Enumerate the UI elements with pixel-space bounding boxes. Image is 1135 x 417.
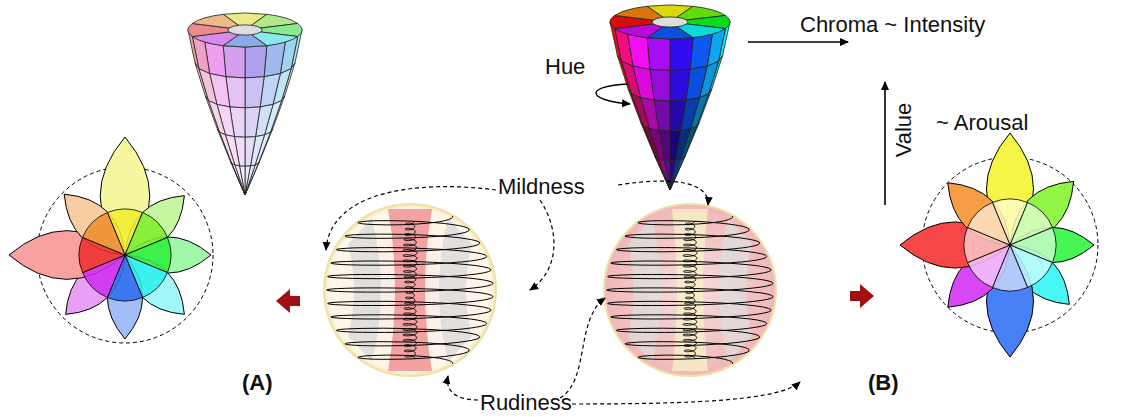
sphere-body — [324, 204, 496, 376]
inner-sector — [968, 203, 1010, 245]
chroma-axis — [748, 41, 848, 43]
cone-cell — [647, 38, 670, 71]
sphere-body — [604, 204, 776, 376]
cone-cell — [231, 162, 245, 195]
direction-arrow — [276, 289, 300, 313]
cone-cell — [670, 100, 686, 131]
outer-spiral — [327, 216, 494, 364]
cone-cell — [655, 156, 670, 190]
inner-spiral — [683, 221, 697, 359]
cone-cell — [264, 42, 285, 77]
value-axis — [884, 82, 886, 205]
cone-cell — [670, 69, 690, 101]
sphere-band — [348, 218, 381, 362]
cone-cell — [631, 94, 649, 129]
cone-cell — [223, 46, 245, 78]
axis-label: Value — [893, 103, 915, 158]
cone-cell — [690, 34, 712, 69]
color-solid — [188, 5, 730, 195]
leader-line — [326, 181, 800, 404]
cone-cell — [670, 156, 685, 190]
hue-arrow — [596, 84, 630, 104]
cone-cell — [245, 165, 255, 195]
cone-cell — [245, 162, 259, 195]
cone-cell — [245, 164, 258, 195]
cone-cell — [208, 101, 225, 135]
sphere-band — [388, 209, 432, 371]
sphere-band — [672, 209, 708, 371]
cone-cell — [217, 129, 231, 164]
cone-cell — [670, 38, 693, 71]
cone-core — [228, 25, 262, 35]
cone-cell — [245, 46, 267, 78]
cone-cell — [670, 130, 681, 160]
cone-cell — [245, 77, 264, 108]
cone-cell — [617, 56, 631, 94]
axis-label: ~ Arousal — [936, 112, 1028, 134]
cone-cell — [245, 166, 250, 195]
panel-label: (A) — [242, 372, 273, 394]
cone-cell — [245, 137, 256, 167]
cone-cell — [205, 96, 219, 132]
cone-cell — [628, 89, 643, 126]
cone-cell — [195, 63, 208, 101]
cone-cell — [670, 159, 681, 190]
cone-cell — [670, 158, 684, 190]
cone-cell — [641, 123, 656, 158]
emotion-sphere — [324, 204, 776, 376]
outer-spiral — [607, 216, 774, 364]
direction-arrow — [850, 284, 874, 308]
callout-label: Rudiness — [480, 392, 572, 414]
cone-cell — [245, 107, 260, 137]
hue-flower — [9, 133, 1098, 357]
inner-spiral — [403, 221, 417, 359]
sphere-band — [628, 218, 661, 362]
cone-cell — [670, 160, 676, 190]
axis-label: Chroma ~ Intensity — [800, 14, 985, 36]
callout-label: Mildness — [498, 176, 585, 198]
axis-label: Hue — [545, 56, 585, 78]
inner-sector — [83, 213, 125, 255]
panel-label: (B) — [868, 372, 899, 394]
cone-core — [652, 17, 688, 27]
